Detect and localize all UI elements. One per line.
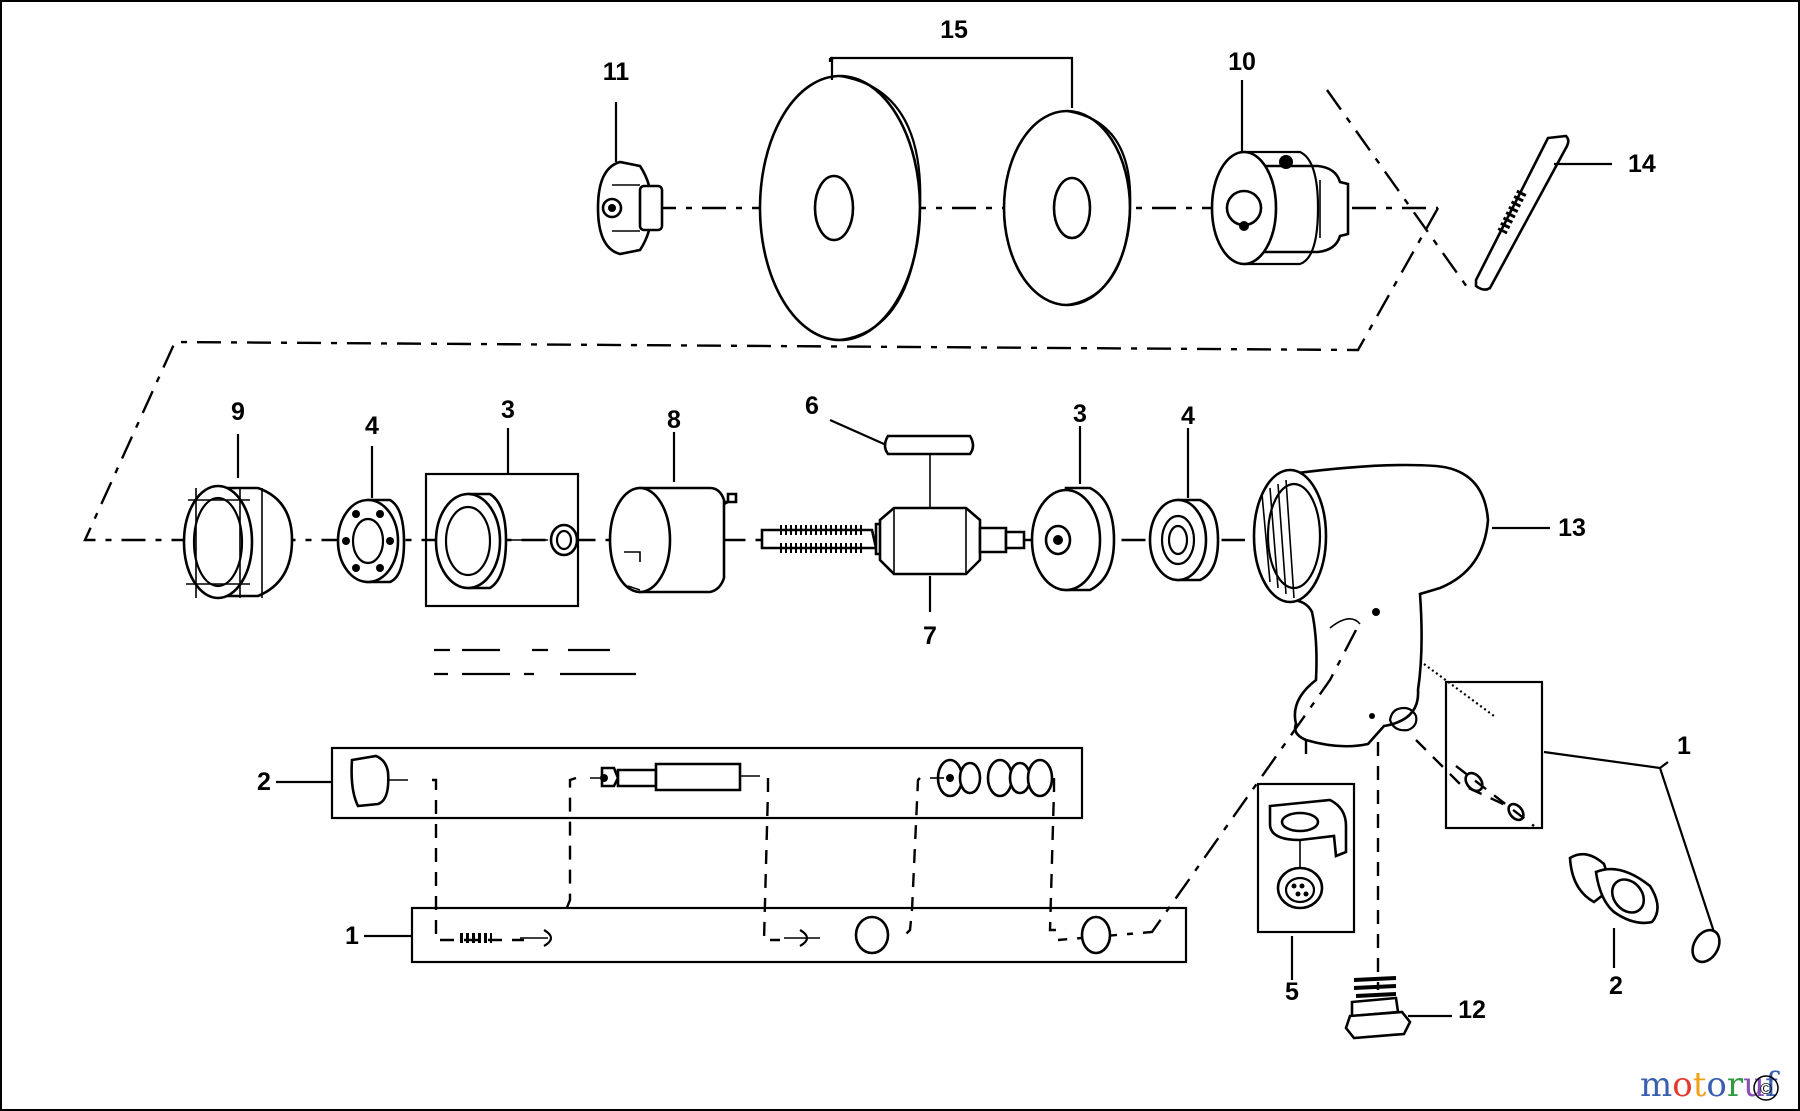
part-2-valve-stem [1568,852,1659,925]
callout-2-right: 2 [1609,972,1623,1000]
pin-guide-line [1326,89,1468,288]
part-15-grinding-disc-small [1002,109,1132,307]
callout-3-left: 3 [501,396,515,424]
callout-15: 15 [940,16,968,44]
leader-15-bracket [830,56,1074,108]
leader-6 [829,418,885,446]
part-10-collet-body [1210,150,1350,266]
callout-6: 6 [805,392,819,420]
callout-10: 10 [1228,48,1256,76]
loose-dash-marks [434,648,636,676]
callout-1-left: 1 [345,922,359,950]
part-1-valve-kit-box [1444,680,1544,830]
watermark-letter: t [1693,1065,1707,1105]
callout-3-right: 3 [1073,400,1087,428]
kit-connector-1 [432,778,524,942]
part-6-vane [883,434,975,508]
callout-4-left: 4 [365,412,379,440]
part-15-grinding-disc-large [758,74,922,342]
part-14-pin [1474,134,1570,291]
motoruf-watermark: motoruf © [1640,1065,1780,1105]
watermark-letter: m [1640,1065,1672,1105]
callout-14: 14 [1628,150,1656,178]
part-11-flange-nut [596,160,664,256]
watermark-letter: o [1706,1065,1726,1105]
kit-connector-3 [762,778,780,942]
callout-13: 13 [1558,514,1586,542]
callout-4-right: 4 [1181,402,1195,430]
part-9-end-cap [182,484,294,600]
callout-7: 7 [923,622,937,650]
part-8-cylinder [608,486,738,594]
kit-connector-4 [903,777,921,937]
kit-2-box [330,746,1084,820]
kit-1-box-bottom [410,906,1188,964]
leader-1b [1543,750,1716,933]
housing-to-valve-route [1423,663,1495,717]
part-13-motor-housing [1252,463,1490,748]
watermark-letter: o [1672,1065,1692,1105]
part-12-air-inlet [1344,976,1412,1040]
copyright-icon [1753,1075,1779,1101]
watermark-text: motoruf [1640,1065,1780,1105]
callout-5: 5 [1285,978,1299,1006]
part-3-end-plate-right [1030,486,1116,592]
callout-9: 9 [231,398,245,426]
kit-connector-5 [1048,778,1066,932]
part-1-o-ring [1691,928,1721,964]
part-5-box [1256,782,1356,934]
housing-to-bushing-route [1415,739,1517,812]
part-4-bearing-left [336,498,406,584]
part-7-rotor [760,506,1026,576]
housing-to-inlet-route [1304,740,1380,990]
callout-12: 12 [1458,996,1486,1024]
callout-2-left: 2 [257,768,271,796]
callout-1-right: 1 [1677,732,1691,760]
callout-11: 11 [603,58,630,86]
kit-connector-2 [564,776,577,911]
callout-8: 8 [667,406,681,434]
copyright-symbol: © [1760,1081,1772,1098]
part-4-bearing-right [1148,498,1220,582]
watermark-letter: r [1727,1065,1744,1105]
part-3-end-plate-assembly-left [424,472,580,608]
